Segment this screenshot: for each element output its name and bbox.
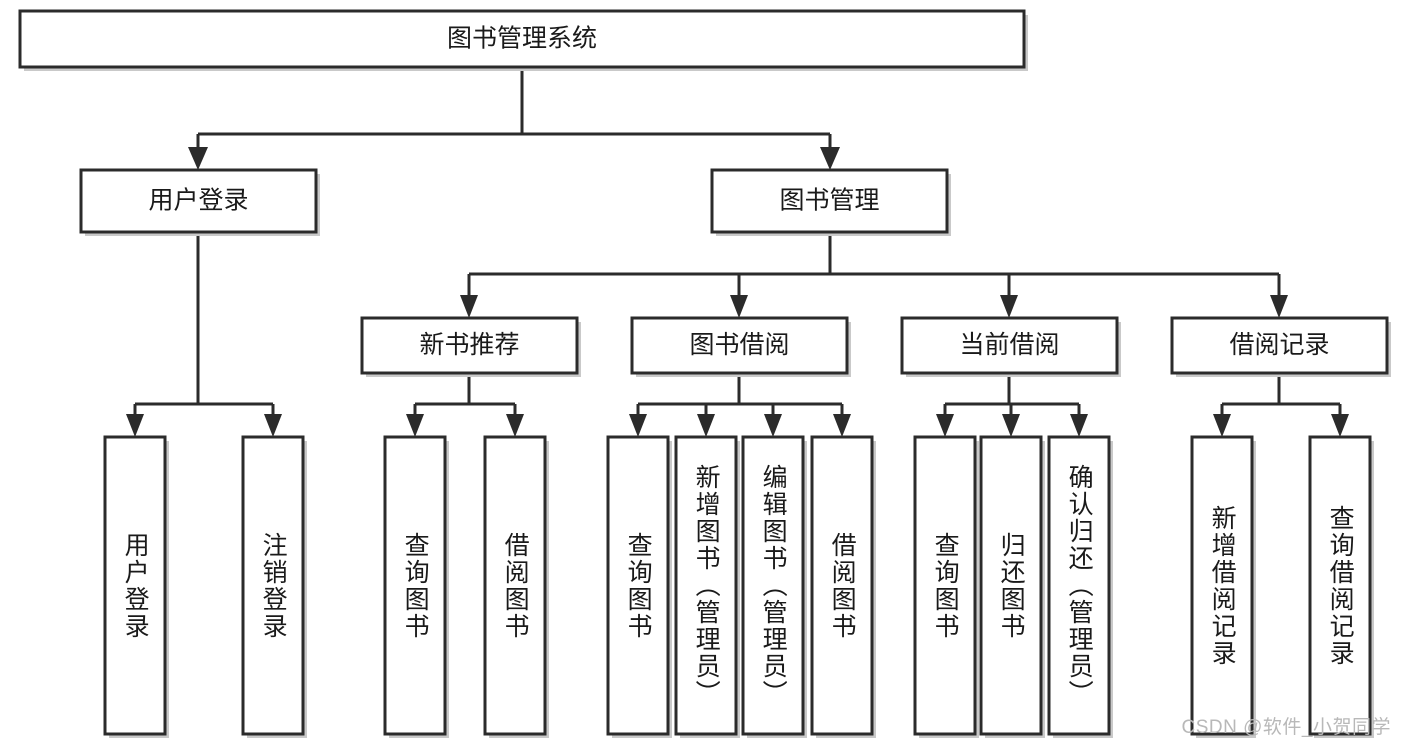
arrow-head-leaf-query-record: [1331, 414, 1349, 437]
level2-node-1-box[interactable]: [710, 168, 949, 234]
level3-node-2-label: 当前借阅: [959, 331, 1059, 359]
connector-group-user-login: [126, 232, 282, 437]
level2-node-group: 用户登录 图书管理: [79, 168, 951, 236]
arrow-head-current-borrow: [1000, 295, 1018, 318]
leaf-node-7-box[interactable]: [810, 435, 874, 736]
arrow-head-leaf-user-login: [126, 414, 144, 437]
arrow-head-leaf-query-book-3: [936, 414, 954, 437]
level2-node-0-box[interactable]: [79, 168, 318, 234]
level3-node-3-box[interactable]: [1170, 316, 1389, 375]
root-node-box[interactable]: [18, 9, 1026, 69]
level3-node-1-label: 图书借阅: [689, 331, 789, 359]
leaf-node-2-box[interactable]: [383, 435, 447, 736]
arrow-head-leaf-borrow-book-1: [506, 414, 524, 437]
arrow-head-leaf-query-book-2: [629, 414, 647, 437]
leaf-node-3-box[interactable]: [483, 435, 547, 736]
connector-group-new-book-rec: [406, 373, 524, 437]
leaf-node-group: [103, 435, 1374, 738]
connector-group-book-mgmt: [460, 232, 1288, 318]
arrow-head-leaf-query-book-1: [406, 414, 424, 437]
root-node-label: 图书管理系统: [447, 25, 597, 53]
arrow-head-leaf-confirm-return: [1070, 414, 1088, 437]
arrow-head-leaf-add-book: [697, 414, 715, 437]
leaf-node-4-box[interactable]: [606, 435, 670, 736]
level3-node-2-box[interactable]: [900, 316, 1119, 375]
root-node-group: 图书管理系统: [18, 9, 1028, 71]
level3-node-0-box[interactable]: [360, 316, 579, 375]
level2-node-1-label: 图书管理: [779, 187, 879, 215]
level3-node-3-label: 借阅记录: [1229, 331, 1329, 359]
level2-node-0-label: 用户登录: [148, 187, 248, 215]
arrow-head-leaf-borrow-book-2: [833, 414, 851, 437]
arrow-head-leaf-logout: [264, 414, 282, 437]
connector-group-root: [188, 67, 840, 170]
leaf-node-1-box[interactable]: [241, 435, 305, 736]
watermark-text: CSDN @软件_小贺同学: [1181, 717, 1391, 738]
arrow-head-book-mgmt: [820, 147, 840, 170]
arrow-head-leaf-return-book: [1002, 414, 1020, 437]
leaf-node-11-box[interactable]: [1190, 435, 1254, 736]
connector-group-borrow-record: [1213, 373, 1349, 437]
arrow-head-book-borrow: [730, 295, 748, 318]
arrow-head-borrow-record: [1270, 295, 1288, 318]
leaf-node-10-box[interactable]: [1047, 435, 1111, 736]
connector-group-book-borrow: [629, 373, 851, 437]
level3-node-0-label: 新书推荐: [419, 331, 519, 359]
arrow-head-leaf-edit-book: [764, 414, 782, 437]
leaf-node-8-box[interactable]: [913, 435, 977, 736]
arrow-head-user-login: [188, 147, 208, 170]
leaf-node-5-box[interactable]: [674, 435, 738, 736]
leaf-node-6-box[interactable]: [741, 435, 805, 736]
arrow-head-new-book-rec: [460, 295, 478, 318]
level3-node-1-box[interactable]: [630, 316, 849, 375]
leaf-node-12-box[interactable]: [1308, 435, 1372, 736]
level3-node-group: 新书推荐 图书借阅 当前借阅 借阅记录: [360, 316, 1391, 377]
arrow-head-leaf-add-record: [1213, 414, 1231, 437]
leaf-node-9-box[interactable]: [979, 435, 1043, 736]
leaf-node-0-box[interactable]: [103, 435, 167, 736]
connector-group-current-borrow: [936, 373, 1088, 437]
